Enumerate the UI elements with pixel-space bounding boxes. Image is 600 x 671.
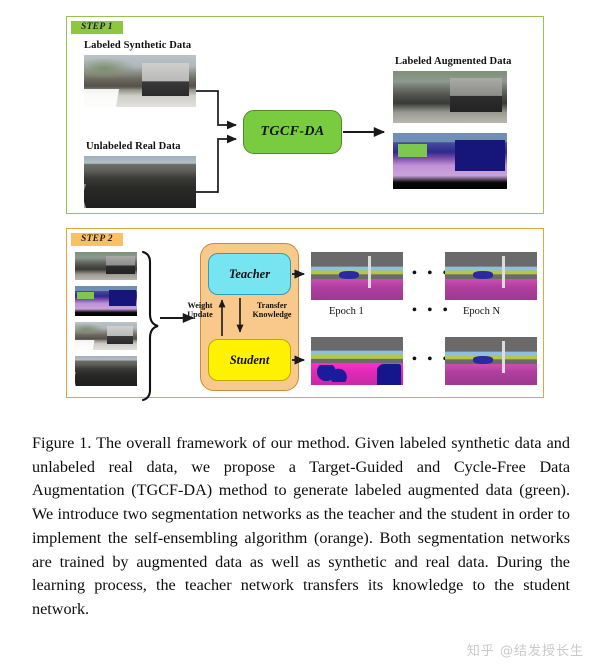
step2-tag: STEP 2 <box>71 233 123 246</box>
label-labeled-augmented-data: Labeled Augmented Data <box>395 56 512 67</box>
weight-update-label: Weight Update <box>187 301 213 320</box>
teacher-label: Teacher <box>228 266 271 281</box>
student-label: Student <box>229 352 270 367</box>
step1-tag: STEP 1 <box>71 21 123 34</box>
label-labeled-synthetic-data: Labeled Synthetic Data <box>84 40 192 51</box>
teacher-row-ellipsis: • • • <box>412 266 452 281</box>
figure-diagram: STEP 1 Labeled Synthetic Data Unlabeled … <box>66 16 544 402</box>
input-thumb-2 <box>75 286 137 316</box>
teacher-output-epochN <box>445 252 537 300</box>
zhihu-watermark: 知乎 @结发授长生 <box>466 644 584 659</box>
input-thumb-1 <box>75 252 137 280</box>
epoch-row-ellipsis: • • • <box>412 303 452 318</box>
figure-caption: Figure 1. The overall framework of our m… <box>32 434 570 619</box>
student-box: Student <box>208 339 291 381</box>
student-row-ellipsis: • • • <box>412 352 452 367</box>
student-output-epochN <box>445 337 537 385</box>
image-labeled-synthetic-data <box>84 55 196 107</box>
label-unlabeled-real-data: Unlabeled Real Data <box>86 141 181 152</box>
input-thumb-3 <box>75 322 137 350</box>
image-unlabeled-real-data <box>84 156 196 208</box>
tgcf-da-label: TGCF-DA <box>260 124 325 139</box>
epoch-N-label: Epoch N <box>463 306 501 317</box>
epoch-1-label: Epoch 1 <box>329 306 364 317</box>
student-output-epoch1 <box>311 337 403 385</box>
transfer-knowledge-label: Transfer Knowledge <box>252 301 292 320</box>
teacher-box: Teacher <box>208 253 291 295</box>
tgcf-da-box: TGCF-DA <box>243 110 342 154</box>
image-augmented-labelmap <box>393 133 507 189</box>
image-augmented-rgb <box>393 71 507 123</box>
input-thumb-4 <box>75 356 137 386</box>
teacher-output-epoch1 <box>311 252 403 300</box>
